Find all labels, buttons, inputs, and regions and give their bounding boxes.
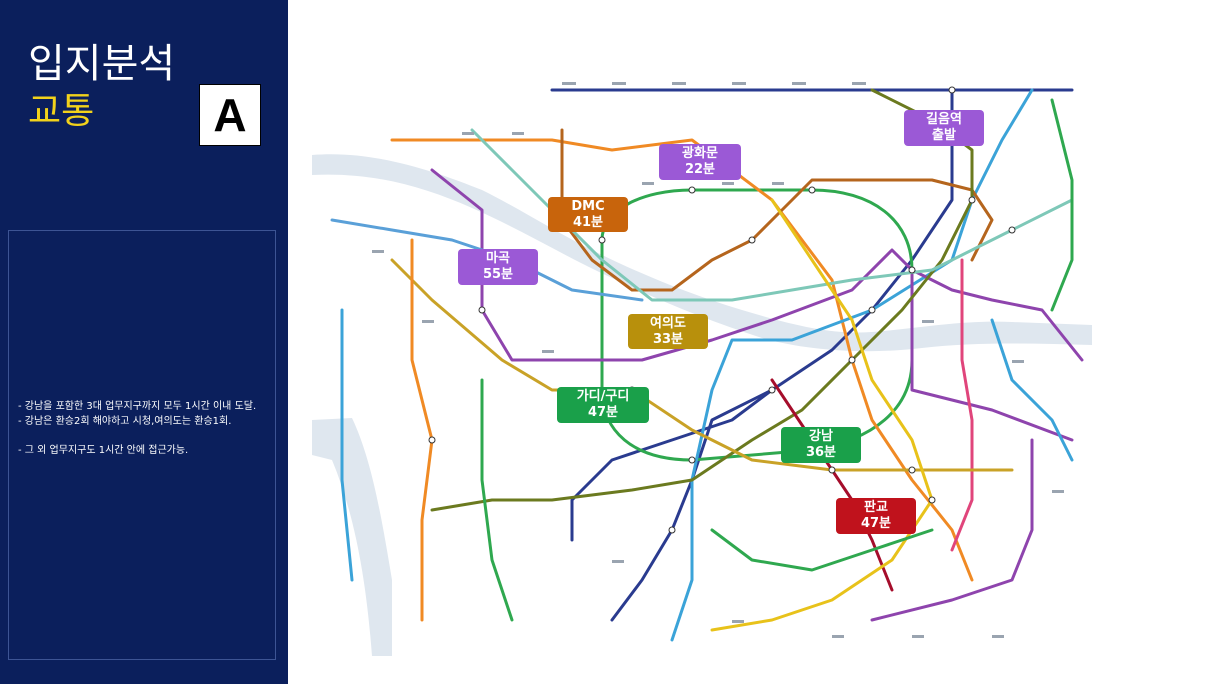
dest-dmc: DMC 41분 [548,197,628,232]
note-item: - 강남을 포함한 3대 업무지구까지 모두 1시간 이내 도달. [18,401,257,412]
section-label: A [199,84,261,146]
dest-name: 여의도 [650,316,686,331]
dest-time: 47분 [587,405,619,420]
note-item: - 강남은 환승2회 해야하고 시청,여의도는 환승1회. [18,416,232,427]
dest-time: 41분 [572,215,604,230]
dest-name: 광화문 [682,146,718,161]
slide-subtitle: 교통 [28,91,95,132]
dest-gwanghwamun: 광화문 22분 [659,144,741,180]
dest-name: 길음역 [926,112,962,127]
dest-gireum: 길음역 출발 [904,110,984,146]
dest-name: DMC [571,199,605,214]
dest-gangnam: 강남 36분 [781,427,861,463]
dest-name: 판교 [864,500,888,515]
dest-gadi-gudi: 가디/구디 47분 [557,387,649,423]
dest-time: 36분 [805,445,837,460]
dest-time: 33분 [652,332,684,347]
note-item: - 그 외 업무지구도 1시간 안에 접근가능. [18,445,189,456]
notes-box [8,230,276,660]
dest-time: 47분 [860,516,892,531]
dest-yeouido: 여의도 33분 [628,314,708,349]
slide-title: 입지분석 [28,41,176,87]
dest-name: 가디/구디 [576,389,630,404]
dest-magok: 마곡 55분 [458,249,538,285]
dest-time: 22분 [684,162,716,177]
dest-pangyo: 판교 47분 [836,498,916,534]
dest-name: 강남 [809,429,833,444]
dest-name: 마곡 [486,251,510,266]
subway-map: 길음역 출발 광화문 22분 DMC 41분 마곡 55분 여의도 33분 가디… [312,60,1092,656]
dest-time: 출발 [932,128,956,143]
dest-time: 55분 [482,267,514,282]
notes-list: - 강남을 포함한 3대 업무지구까지 모두 1시간 이내 도달. - 강남은 … [18,400,268,459]
